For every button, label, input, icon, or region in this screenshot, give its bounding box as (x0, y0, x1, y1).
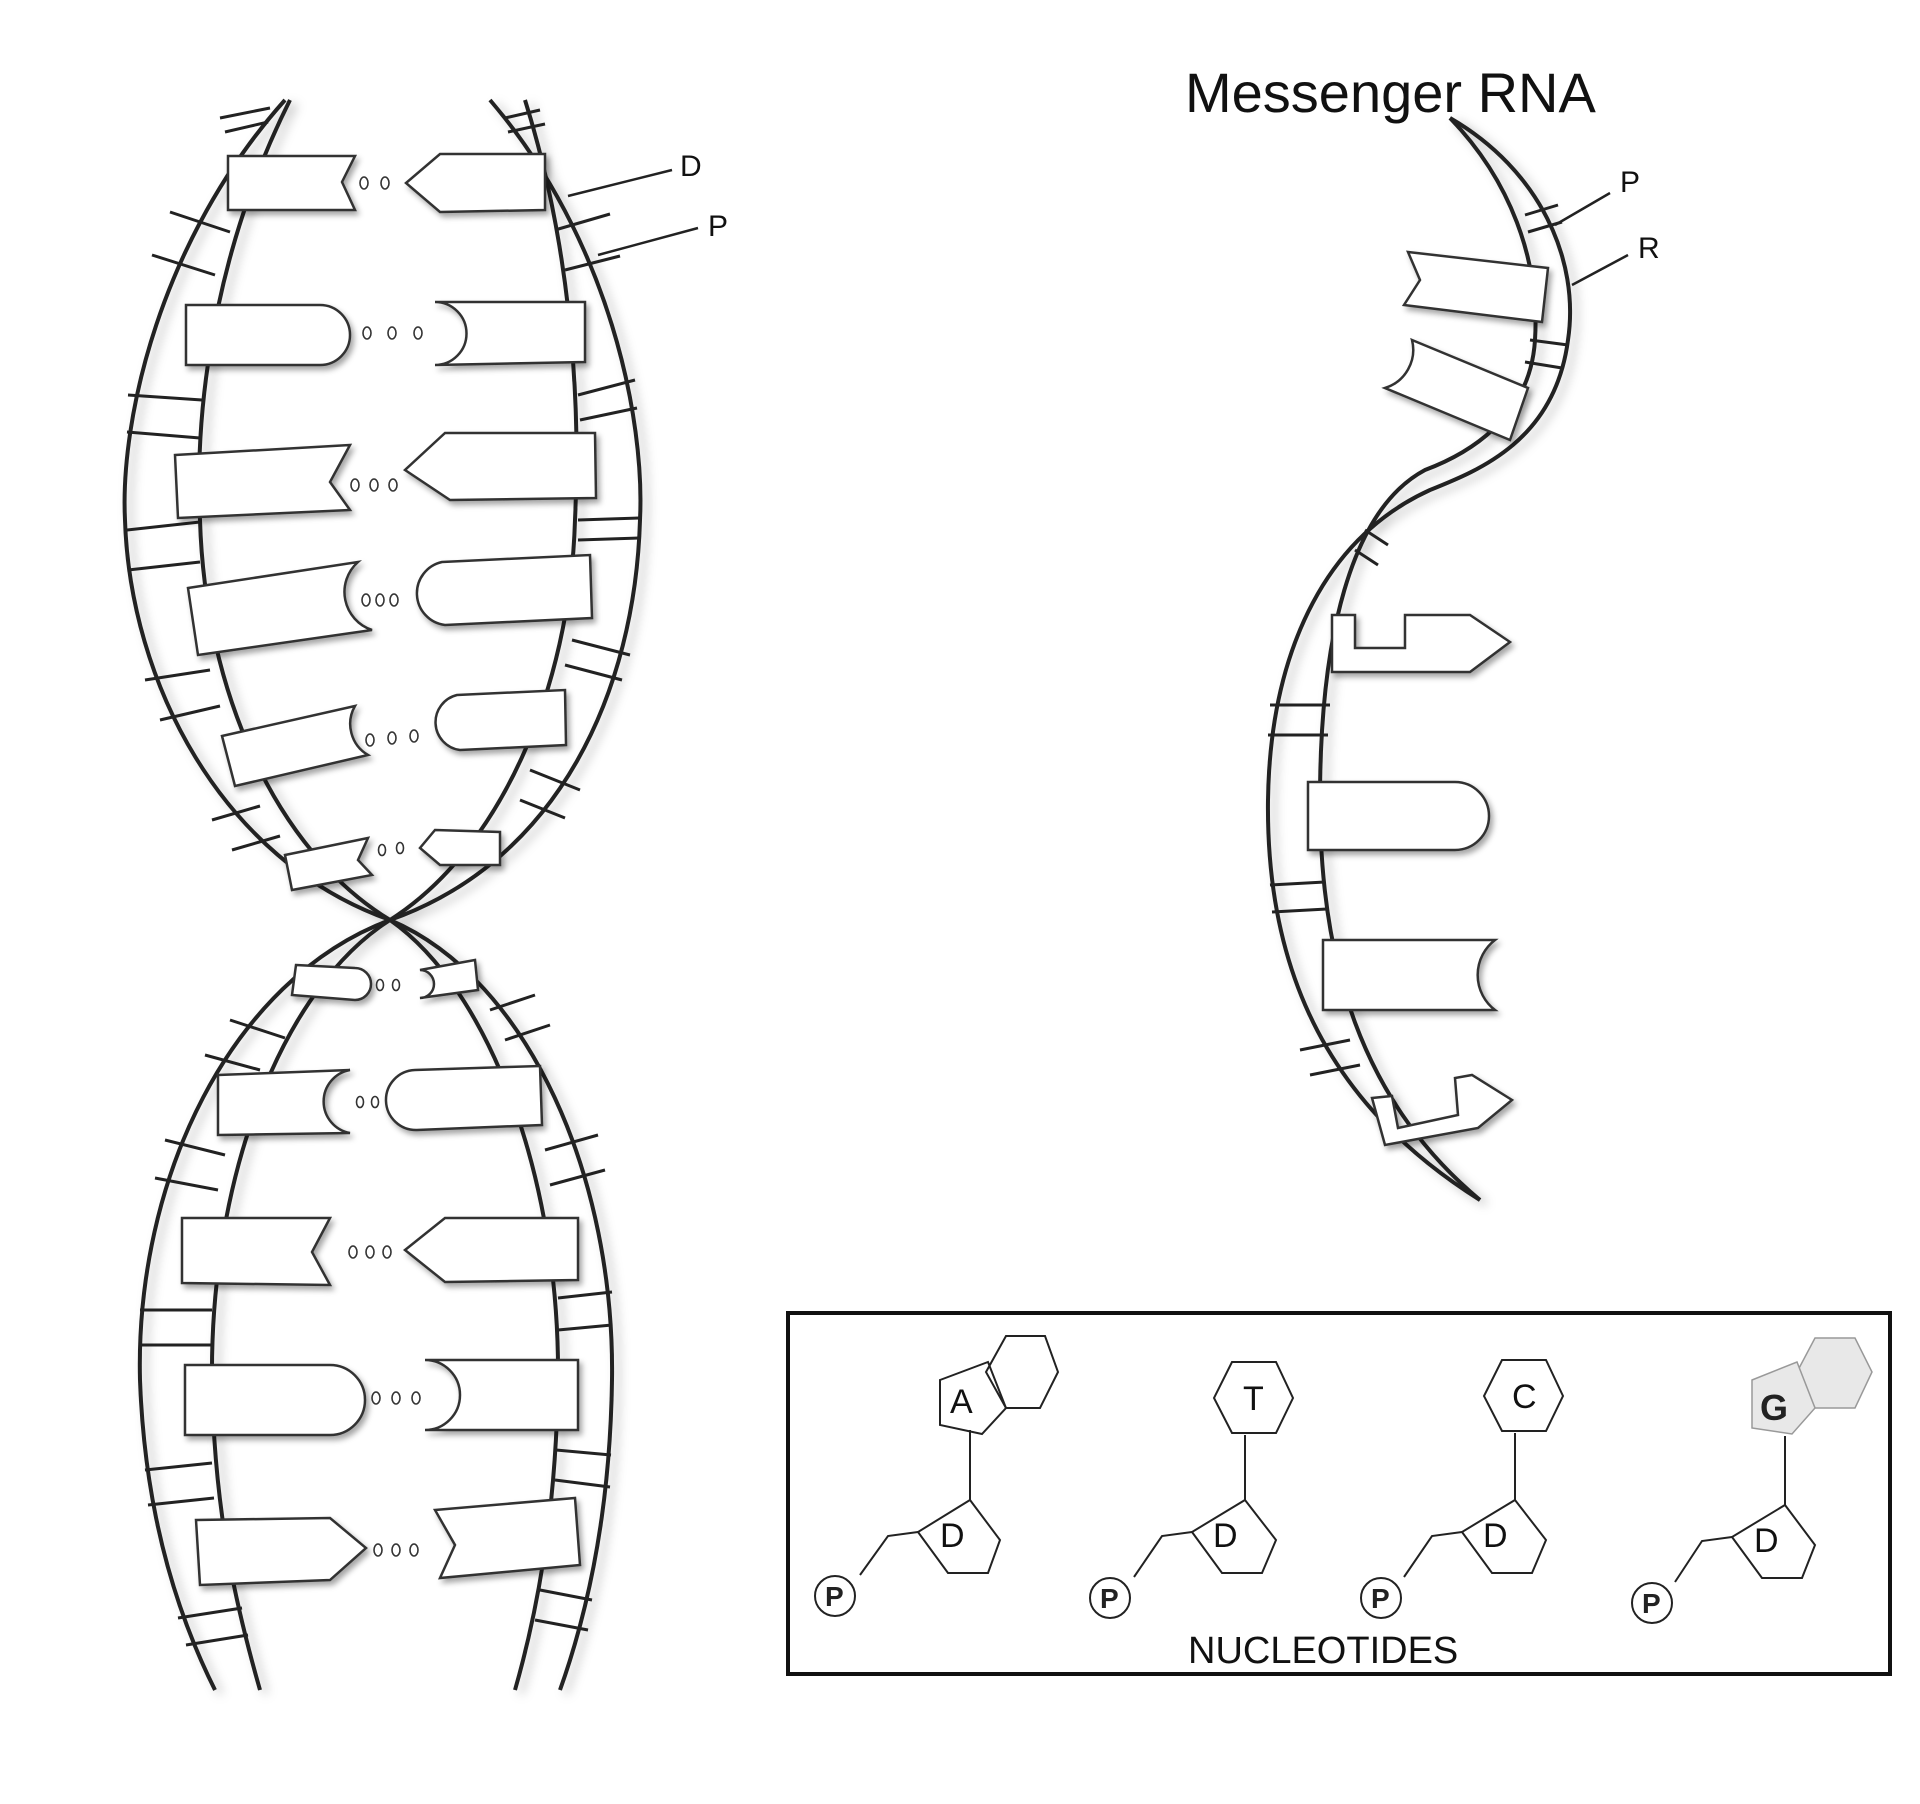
dna-rungs-right (489, 108, 641, 1632)
nucleotide-t-phosphate-letter: P (1100, 1583, 1119, 1614)
nucleotide-c-phosphate-letter: P (1371, 1583, 1390, 1614)
dna-backbone-inner-left-upper (197, 99, 392, 922)
nucleotide-t: T D P (1089, 1361, 1295, 1619)
nucleotide-c-sugar-letter: D (1483, 1517, 1508, 1555)
nucleotide-a: A D P (814, 1335, 1060, 1617)
nucleotide-g-phosphate-letter: P (1642, 1588, 1661, 1619)
nucleotide-c-base-letter: C (1512, 1378, 1537, 1416)
nucleotide-g: G D P (1631, 1337, 1873, 1624)
mrna-strand: Messenger RNA P (1185, 61, 1660, 1202)
dna-base-pair-7 (290, 958, 480, 1002)
dna-rungs-left (126, 106, 286, 1647)
nucleotide-a-base-letter: A (950, 1383, 973, 1421)
nucleotide-c: C D P (1360, 1359, 1565, 1619)
dna-base-pair-10 (183, 1358, 580, 1437)
dna-backbone-inner-right-upper (388, 99, 579, 922)
nucleotides-box: A D P T D P C D P (786, 1311, 1892, 1676)
nucleotide-t-base-letter: T (1243, 1380, 1264, 1418)
nucleotides-caption: NUCLEOTIDES (1188, 1630, 1458, 1672)
dna-base-pair-8 (216, 1064, 544, 1137)
mrna-base-6 (1370, 1073, 1515, 1147)
dna-base-pair-6 (283, 828, 502, 892)
mrna-rungs (1268, 203, 1569, 1077)
dna-backbone-inner-left-lower (209, 918, 392, 1691)
mrna-base-2 (1381, 337, 1530, 442)
nucleotide-t-sugar-letter: D (1213, 1517, 1238, 1555)
dna-backbone-outer-left-lower (137, 918, 391, 1691)
mrna-label-p: P (1620, 166, 1640, 199)
mrna-base-3 (1330, 613, 1513, 674)
dna-base-pair-4 (186, 553, 594, 657)
dna-base-pair-11 (194, 1496, 582, 1587)
dna-label-p: P (708, 210, 728, 243)
mrna-base-5 (1321, 938, 1499, 1012)
mrna-title: Messenger RNA (1185, 61, 1596, 124)
nucleotide-g-sugar-letter: D (1754, 1522, 1779, 1560)
dna-base-pair-5 (220, 688, 568, 788)
dna-backbone-outer-right-upper (389, 98, 643, 922)
nucleotide-a-phosphate-letter: P (825, 1581, 844, 1612)
dna-backbone-outer-right-lower (389, 918, 615, 1691)
dna-label-d: D (680, 150, 702, 183)
mrna-label-r: R (1638, 232, 1660, 265)
dna-base-pair-1 (226, 152, 547, 214)
dna-base-pair-9 (180, 1216, 580, 1287)
nucleotide-a-sugar-letter: D (940, 1517, 965, 1555)
dna-backbone-inner-right-lower (388, 918, 561, 1691)
dna-base-pair-2 (184, 300, 587, 367)
nucleotide-g-base-letter: G (1760, 1387, 1788, 1428)
mrna-base-1 (1401, 250, 1550, 324)
dna-base-pair-3 (173, 431, 598, 520)
dna-helix: D P (122, 98, 728, 1691)
dna-backbone-outer-left-upper (122, 98, 391, 922)
mrna-base-4 (1306, 780, 1491, 852)
